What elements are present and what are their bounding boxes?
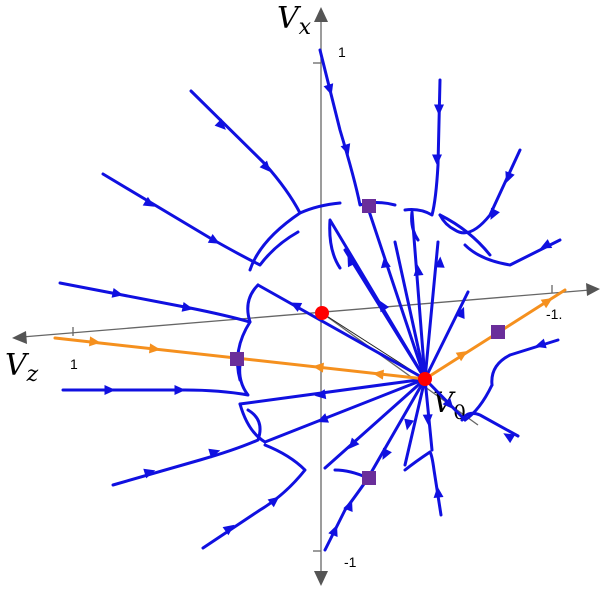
- flow-arrowhead: [214, 118, 226, 130]
- flow-arrowhead: [505, 171, 515, 184]
- separatrix-arc: [238, 402, 267, 444]
- flow-arrowhead: [347, 255, 357, 268]
- flow-line: [403, 450, 443, 517]
- flow-arrowhead: [207, 234, 220, 244]
- flow-line: [323, 468, 370, 552]
- flow-line: [318, 48, 397, 207]
- flow-arrowhead: [534, 338, 547, 349]
- flow-lines-group: [58, 48, 562, 552]
- flow-arrowhead: [143, 468, 156, 479]
- vx-tick-pos: 1: [338, 44, 346, 60]
- flow-ray: [323, 377, 427, 470]
- vx-axis-arrow-down: [314, 571, 328, 586]
- flow-line: [101, 172, 300, 267]
- flow-ray: [403, 377, 427, 467]
- flow-arrowhead: [540, 298, 553, 309]
- flow-ray: [328, 218, 427, 381]
- flow-arrowhead: [404, 418, 414, 431]
- flow-arrowhead: [328, 524, 338, 537]
- flow-arrowhead: [208, 448, 221, 459]
- vx-axis-arrow-up: [314, 7, 328, 22]
- vx-tick-neg: -1: [344, 554, 357, 570]
- flow-arrowhead: [222, 524, 235, 536]
- flow-arrowhead: [312, 362, 324, 373]
- flow-ray: [410, 210, 427, 381]
- vz-axis-arrow-left: [12, 331, 27, 344]
- vx-axis-label: Vx: [277, 1, 312, 40]
- separatrix-arc: [463, 383, 494, 422]
- separatrix-arc: [236, 320, 252, 382]
- flow-arrowhead: [455, 306, 465, 319]
- flow-arrowhead: [174, 385, 186, 395]
- flow-line: [403, 78, 442, 217]
- flow-line: [438, 148, 522, 235]
- flow-arrowhead: [432, 154, 442, 166]
- flow-ray: [263, 377, 427, 444]
- origin-fixed-point: [315, 306, 329, 320]
- flow-arrowhead: [259, 160, 271, 173]
- flow-line: [189, 89, 342, 215]
- vz-axis-label: Vz: [5, 348, 39, 387]
- marker-square-bottom: [362, 471, 376, 485]
- flow-arrowhead: [343, 499, 353, 512]
- flow-line: [490, 338, 560, 387]
- flow-arrowhead: [422, 414, 433, 426]
- flow-line: [61, 363, 250, 397]
- flow-arrowhead: [104, 385, 116, 395]
- flow-arrowhead: [149, 343, 161, 354]
- vz-tick-pos: 1: [70, 356, 78, 372]
- flow-arrowhead: [442, 397, 454, 410]
- flow-arrowhead: [267, 496, 280, 508]
- flow-arrowhead: [434, 104, 444, 116]
- flow-arrowhead: [142, 196, 155, 207]
- flow-line: [201, 443, 307, 550]
- flow-line: [111, 408, 262, 487]
- separatrix-arc: [438, 213, 492, 257]
- flow-arrowhead: [540, 239, 553, 249]
- separatrix-arc: [248, 211, 302, 272]
- flow-arrowhead: [434, 256, 445, 268]
- flow-ray: [343, 248, 427, 381]
- flow-arrowhead: [382, 447, 392, 460]
- flow-ray: [366, 206, 427, 381]
- flow-line: [58, 281, 260, 324]
- flow-arrowhead: [503, 433, 516, 444]
- arrowheads-group: [89, 83, 553, 537]
- flow-arrowhead: [413, 264, 424, 276]
- flow-line: [463, 238, 562, 267]
- flow-ray: [238, 377, 427, 406]
- flow-ray: [423, 290, 470, 381]
- flow-arrowhead: [433, 486, 444, 498]
- flow-arrowhead: [111, 288, 124, 298]
- marker-square-left: [230, 352, 244, 366]
- flow-arrowhead: [348, 437, 360, 450]
- flow-ray: [423, 240, 440, 381]
- special-line-group: [53, 288, 567, 381]
- flow-ray: [393, 240, 427, 381]
- flow-arrowhead: [89, 336, 101, 347]
- flow-arrowhead: [323, 83, 334, 96]
- flow-arrowhead: [455, 351, 468, 362]
- axes-group: [12, 7, 600, 586]
- marker-square-right: [491, 325, 505, 339]
- v0-fixed-point: [418, 372, 432, 386]
- flow-arrowhead: [314, 389, 327, 400]
- flow-arrowhead: [380, 256, 391, 269]
- flow-arrowhead: [316, 413, 329, 423]
- flow-arrowhead: [290, 302, 303, 312]
- flow-ray: [423, 377, 467, 422]
- vz-axis-arrow-right: [586, 283, 600, 296]
- marker-square-top: [362, 199, 376, 213]
- flow-arrowhead: [379, 300, 390, 313]
- flow-arrowhead: [490, 207, 500, 220]
- flow-arrowhead: [181, 302, 194, 312]
- flow-ray: [423, 377, 434, 452]
- flow-arrowhead: [340, 143, 351, 156]
- flow-ray: [366, 377, 427, 480]
- flow-ray: [256, 283, 427, 381]
- flow-arrowhead: [372, 369, 384, 380]
- vz-tick-neg: -1.: [546, 306, 562, 322]
